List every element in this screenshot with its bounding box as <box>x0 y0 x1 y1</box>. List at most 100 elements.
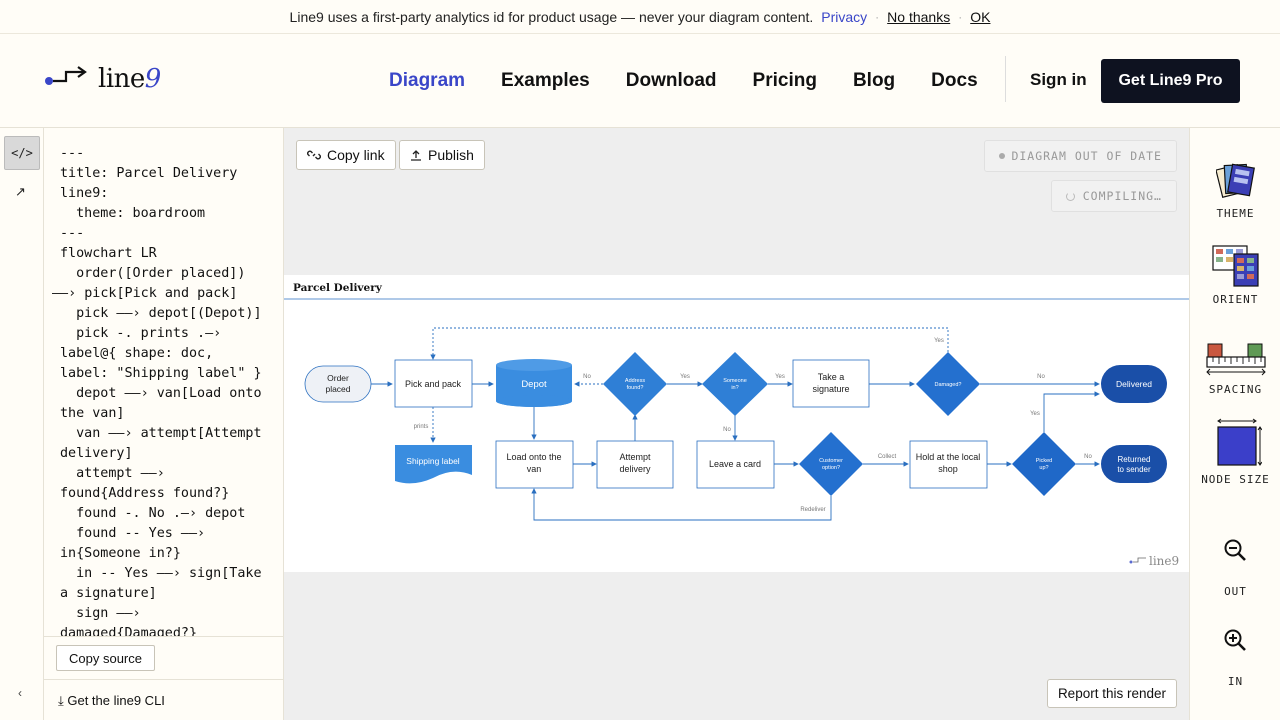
status-out-of-date: DIAGRAM OUT OF DATE <box>984 140 1177 172</box>
source-line: title: Parcel Delivery <box>60 166 238 181</box>
popout-icon[interactable]: ↗ <box>15 184 26 199</box>
zoom-out-button[interactable]: OUT <box>1190 538 1280 598</box>
node-picked-up[interactable] <box>1012 432 1076 496</box>
source-line: flowchart LR <box>60 246 157 261</box>
edge-label-collect: Collect <box>878 454 897 460</box>
publish-button[interactable]: Publish <box>399 140 485 170</box>
source-line: label: "Shipping label" } <box>60 366 262 381</box>
zoom-in-button[interactable]: IN <box>1190 628 1280 688</box>
consent-banner: Line9 uses a first-party analytics id fo… <box>0 0 1280 34</box>
source-line: pick ——› depot[(Depot)] <box>60 306 262 321</box>
node-order-placed[interactable] <box>304 365 372 403</box>
node-depot[interactable] <box>496 359 572 407</box>
collapse-icon[interactable]: ‹ <box>18 686 22 700</box>
code-toggle-button[interactable]: </> <box>4 136 40 170</box>
edge-label-yes: Yes <box>680 374 690 380</box>
edge-label-yes: Yes <box>1030 411 1040 417</box>
logo[interactable]: line9 <box>44 64 161 94</box>
nav-link-docs[interactable]: Docs <box>931 70 978 91</box>
theme-tool[interactable]: THEME <box>1190 160 1280 220</box>
edge-label-no: No <box>1037 374 1045 380</box>
logo-text: line9 <box>98 64 161 94</box>
edges <box>371 327 1100 521</box>
source-line: depot ——› van[Load onto <box>60 386 262 401</box>
zoom-out-icon <box>1224 539 1246 561</box>
consent-message: Line9 uses a first-party analytics id fo… <box>289 8 814 25</box>
source-line: a signature] <box>60 586 157 601</box>
watermark-text: line9 <box>1149 554 1179 568</box>
orient-tool[interactable]: ORIENT <box>1190 244 1280 306</box>
node-size-tool[interactable]: NODE SIZE <box>1190 418 1280 486</box>
edge-label-redeliver: Redeliver <box>800 507 825 513</box>
nav-link-examples[interactable]: Examples <box>501 70 590 91</box>
status-compiling: COMPILING… <box>1050 180 1177 212</box>
source-line: the van] <box>60 406 125 421</box>
node-hold-shop[interactable] <box>909 440 988 489</box>
source-line: label@{ shape: doc, <box>60 346 214 361</box>
watermark-logo-icon <box>1129 560 1133 564</box>
copy-source-button[interactable]: Copy source <box>56 645 155 671</box>
get-pro-button[interactable]: Get Line9 Pro <box>1101 59 1240 103</box>
edge-label-yes: Yes <box>775 374 785 380</box>
status-compiling-label: COMPILING… <box>1082 189 1162 203</box>
node-shipping-label-text: Shipping label <box>406 456 460 466</box>
node-leave-card[interactable] <box>696 440 775 489</box>
spacing-tool[interactable]: SPACING <box>1190 340 1280 396</box>
get-cli-link[interactable]: ⤓ Get the line9 CLI <box>44 679 283 720</box>
report-render-button[interactable]: Report this render <box>1046 679 1177 708</box>
nav-link-download[interactable]: Download <box>625 70 717 91</box>
node-pick-label: Pick and pack <box>405 379 462 389</box>
node-delivered-label: Delivered <box>1116 379 1152 389</box>
node-size-icon <box>1216 418 1262 466</box>
source-line: attempt ——› <box>60 466 165 481</box>
source-line: found{Address found?} <box>60 486 230 501</box>
nav-link-blog[interactable]: Blog <box>852 70 896 91</box>
node-someone-in[interactable] <box>702 352 768 416</box>
link-icon <box>307 150 321 160</box>
node-returned-sender[interactable] <box>1101 445 1167 483</box>
node-take-signature[interactable] <box>792 359 870 408</box>
tool-label-theme: THEME <box>1216 207 1255 220</box>
tool-label-zoom-in: IN <box>1227 675 1244 688</box>
node-attempt-delivery[interactable] <box>596 440 674 489</box>
node-shipping-label[interactable] <box>395 445 472 484</box>
node-damaged[interactable] <box>916 352 980 416</box>
node-pick-and-pack[interactable] <box>394 359 473 408</box>
orient-icon <box>1211 245 1259 287</box>
status-out-of-date-label: DIAGRAM OUT OF DATE <box>1011 149 1162 163</box>
status-dot-icon <box>999 153 1006 159</box>
node-load-van[interactable] <box>495 440 574 489</box>
nav-link-diagram[interactable]: Diagram <box>389 70 466 91</box>
copy-link-button[interactable]: Copy link <box>296 140 396 170</box>
sign-in-link[interactable]: Sign in <box>1030 70 1087 89</box>
source-line: in{Someone in?} <box>60 546 181 561</box>
source-line: sign ——› <box>60 606 141 621</box>
publish-label: Publish <box>428 147 474 163</box>
node-address-found[interactable] <box>603 352 667 416</box>
edge-label-no: No <box>1084 454 1092 460</box>
privacy-link[interactable]: Privacy <box>821 8 868 25</box>
theme-icon <box>1214 163 1255 198</box>
node-customer-option[interactable] <box>799 432 863 496</box>
diagram-render: Parcel Delivery <box>284 275 1189 572</box>
diagram-canvas: Copy link Publish DIAGRAM OUT OF DATE CO… <box>284 128 1189 720</box>
tool-label-orient: ORIENT <box>1212 293 1259 306</box>
edge-label-no: No <box>723 427 731 433</box>
nav-links: Diagram Examples Download Pricing Blog D… <box>371 68 996 94</box>
upload-icon <box>411 150 421 161</box>
no-thanks-button[interactable]: No thanks <box>887 8 951 25</box>
node-delivered[interactable] <box>1101 365 1167 403</box>
nav-link-pricing[interactable]: Pricing <box>752 70 817 91</box>
tool-label-zoom-out: OUT <box>1224 585 1247 598</box>
watermark-arrow-icon <box>1133 557 1146 563</box>
edge-label-no: No <box>583 374 591 380</box>
ok-button[interactable]: OK <box>970 8 991 25</box>
source-footer: Copy source <box>44 636 283 679</box>
